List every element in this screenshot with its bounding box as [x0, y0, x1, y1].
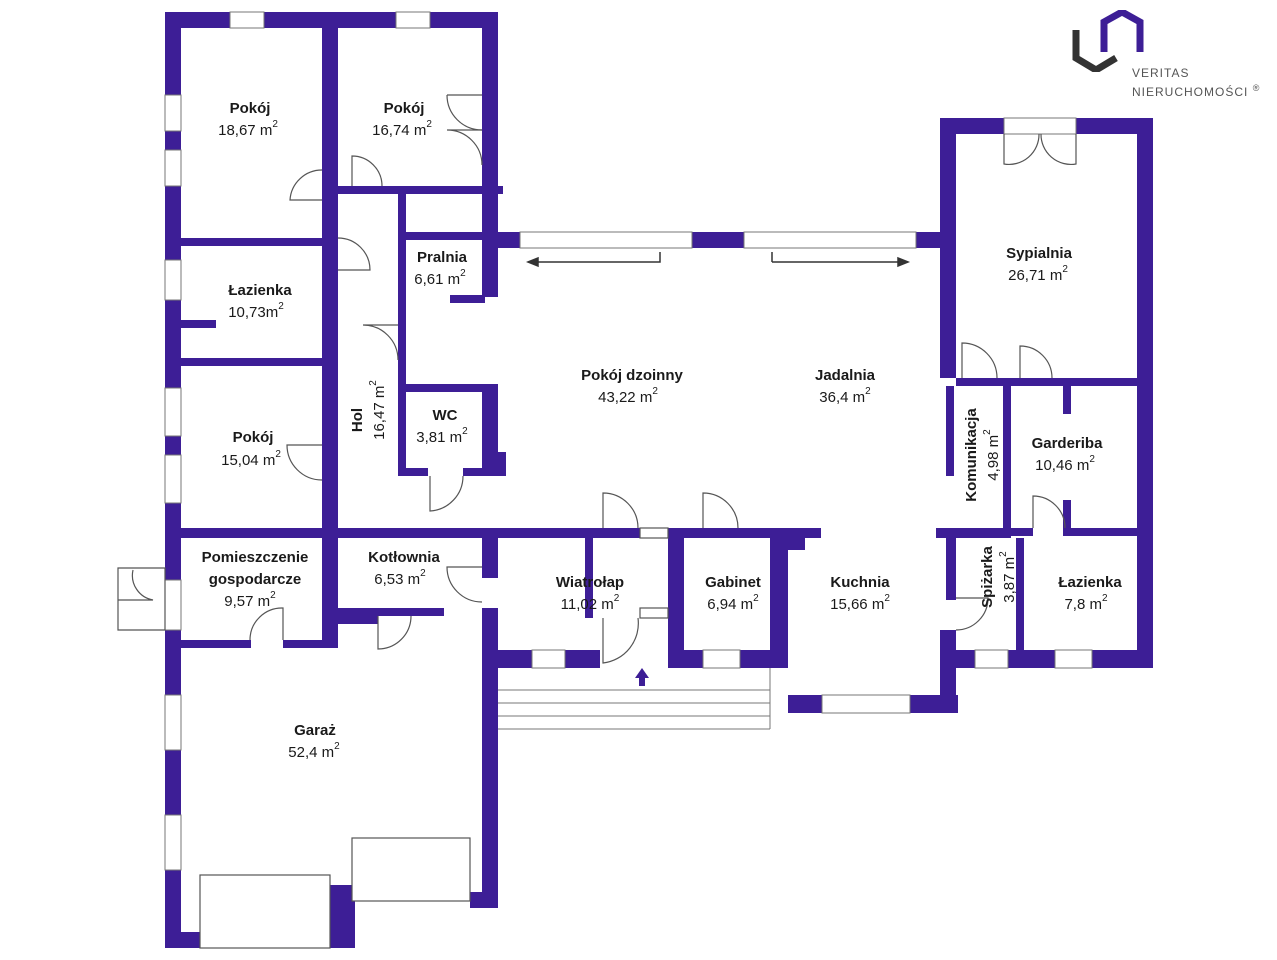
room-name: Spiżarka: [979, 545, 996, 607]
room-area: 26,71 m2: [1008, 264, 1068, 284]
windows: [164, 11, 1093, 871]
room-area: 15,04 m2: [221, 449, 281, 469]
room-name: Sypialnia: [1006, 245, 1073, 262]
room-name: Garderiba: [1032, 435, 1104, 452]
room-area: 10,73m2: [228, 301, 284, 321]
room-name: Łazienka: [228, 282, 292, 299]
room-area: 16,74 m2: [372, 119, 432, 139]
room-name: Łazienka: [1058, 574, 1122, 591]
room-area: 15,66 m2: [830, 593, 890, 613]
room-labels: Pokój 18,67 m2 Pokój 16,74 m2 Łazienka 1…: [202, 100, 1123, 761]
sliding-arrows: [525, 252, 911, 268]
room-name: Pomieszczenie: [202, 549, 309, 566]
room-name: Pokój: [384, 100, 425, 117]
room-area: 16,47 m2: [368, 380, 388, 440]
entrance-arrow-icon: [635, 668, 649, 686]
room-name: Pokój: [233, 429, 274, 446]
room-name: Kuchnia: [830, 574, 890, 591]
room-area: 18,67 m2: [218, 119, 278, 139]
room-name: Garaż: [294, 722, 336, 739]
room-name: Kotłownia: [368, 549, 440, 566]
veritas-logo: VERITAS NIERUCHOMOŚCI ®: [1070, 10, 1270, 100]
room-name: WC: [433, 407, 458, 424]
room-area: 43,22 m2: [598, 386, 658, 406]
doors: [117, 94, 1077, 949]
room-name: Wiatrołap: [556, 574, 624, 591]
room-area: 7,8 m2: [1064, 593, 1108, 613]
room-name: Jadalnia: [815, 367, 876, 384]
room-area: 52,4 m2: [288, 741, 340, 761]
walls: [165, 12, 1153, 948]
room-area: 3,81 m2: [416, 426, 468, 446]
logo-line1: VERITAS: [1132, 66, 1190, 80]
room-area: 3,87 m2: [998, 551, 1018, 603]
room-area: 10,46 m2: [1035, 454, 1095, 474]
room-name: Pokój: [230, 100, 271, 117]
logo-line2: NIERUCHOMOŚCI ®: [1132, 83, 1261, 99]
room-name: Komunikacja: [963, 408, 980, 502]
room-name-line2: gospodarcze: [209, 571, 302, 588]
room-name: Gabinet: [705, 574, 761, 591]
room-area: 9,57 m2: [224, 590, 276, 610]
room-area: 6,53 m2: [374, 568, 426, 588]
room-area: 36,4 m2: [819, 386, 871, 406]
room-name: Pokój dzoinny: [581, 367, 683, 384]
entrance-steps: [498, 668, 771, 730]
room-name: Hol: [349, 408, 366, 432]
room-area: 6,61 m2: [414, 268, 466, 288]
room-area: 6,94 m2: [707, 593, 759, 613]
room-area: 4,98 m2: [982, 429, 1002, 481]
room-name: Pralnia: [417, 249, 468, 266]
logo-mark-icon: [1072, 10, 1144, 72]
room-area: 11,02 m2: [561, 593, 620, 613]
